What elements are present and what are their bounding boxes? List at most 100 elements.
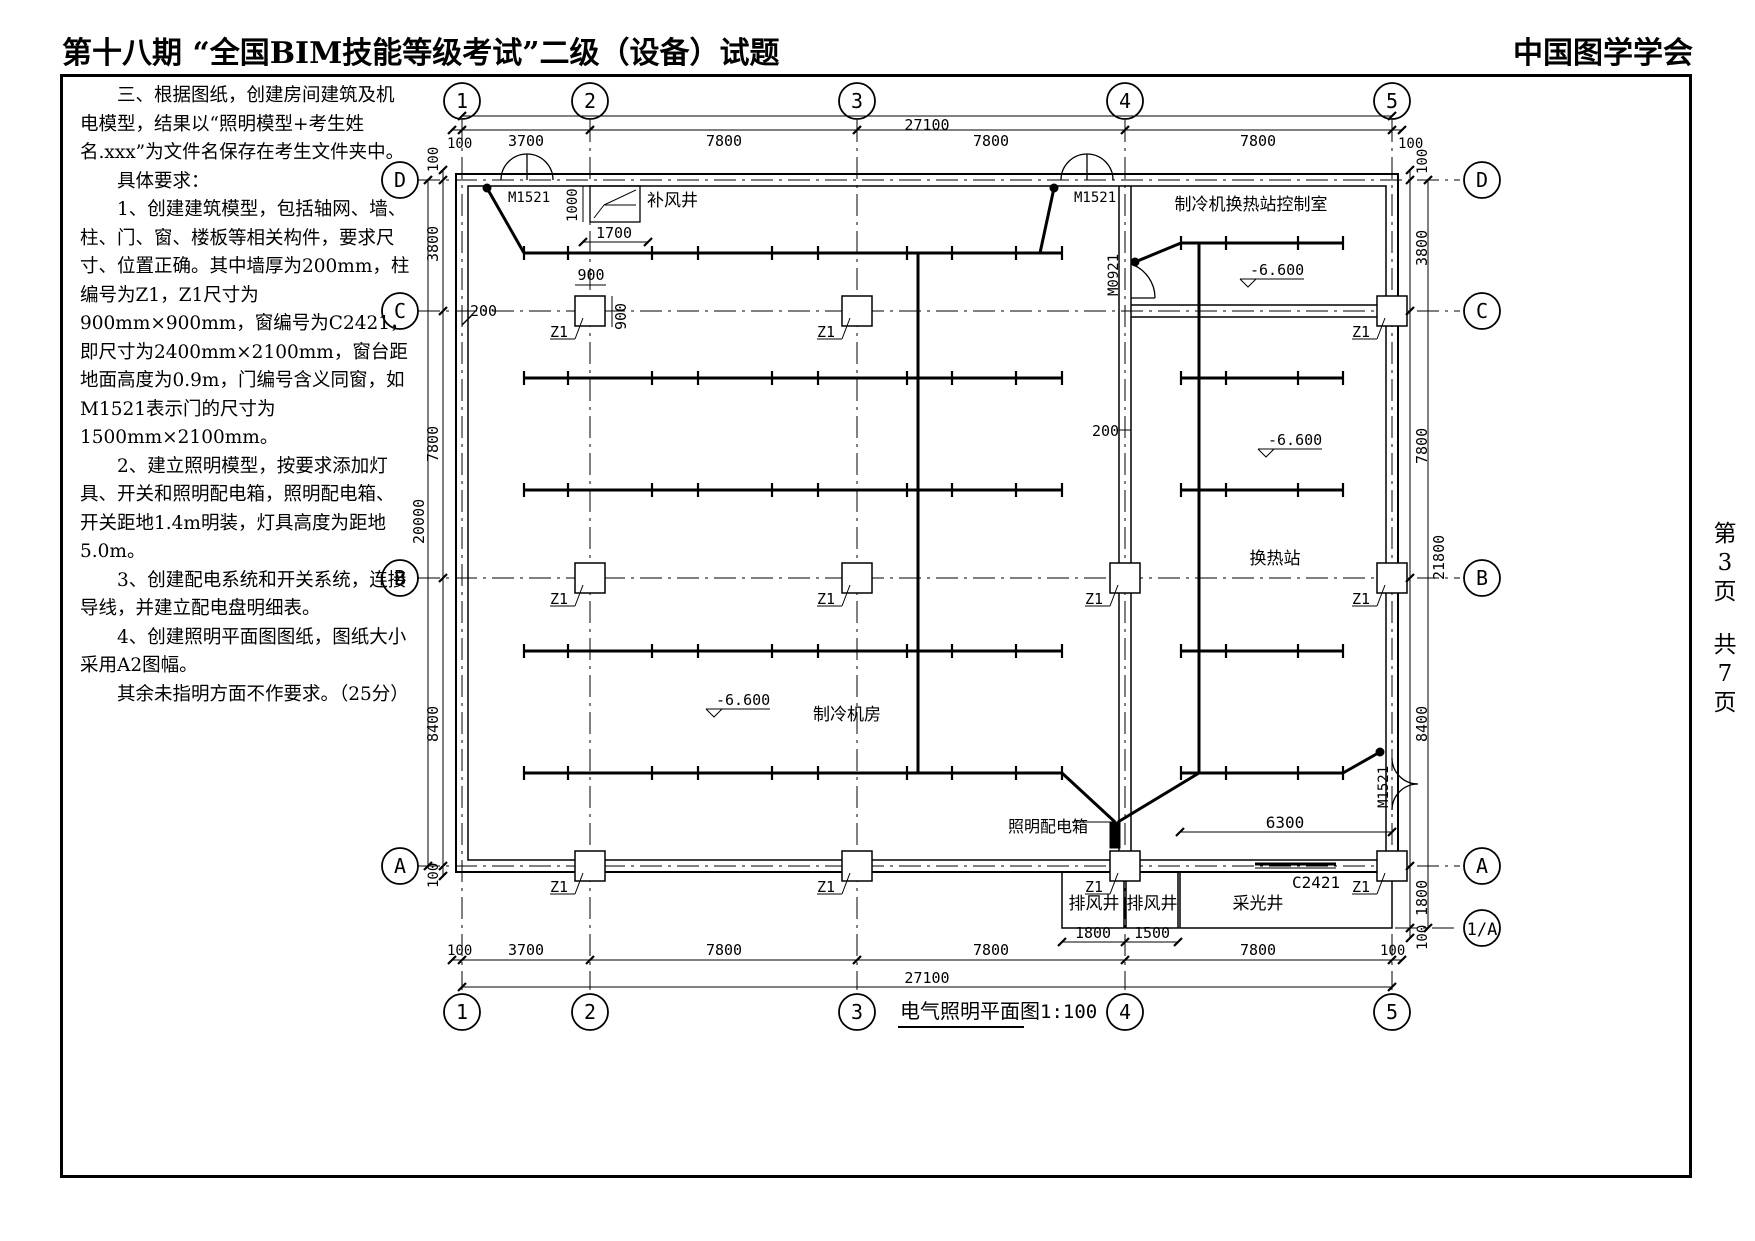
dim-bottom: 100	[1380, 943, 1405, 959]
dim-left: 3800	[424, 226, 442, 262]
drawing-frame	[60, 74, 1692, 1178]
axis-bubble-top-4: 4	[1119, 89, 1131, 113]
dim-left-total: 20000	[410, 499, 428, 544]
column-z1	[841, 850, 873, 882]
dim-right: 100	[1415, 149, 1431, 174]
room-control: 制冷机换热站控制室	[1175, 195, 1328, 215]
dim-tick	[1405, 861, 1415, 871]
elevation-marker-symbol	[1257, 448, 1275, 458]
requirement-paragraph: 4、创建照明平面图图纸，图纸大小采用A2图幅。	[80, 626, 407, 677]
axis-bubble-top-5: 5	[1386, 89, 1398, 113]
door-m1521	[1060, 153, 1088, 181]
column-leader	[841, 584, 851, 607]
requirement-paragraph: 2、建立照明模型，按要求添加灯具、开关和照明配电箱，照明配电箱、开关距地1.4m…	[80, 455, 395, 563]
dim-tick	[457, 125, 467, 135]
column-leader	[574, 317, 584, 340]
axis-bubble-right-B: B	[1476, 566, 1488, 590]
column-leader	[1376, 872, 1386, 895]
window-label: C2421	[1292, 873, 1340, 892]
dim-top: 100	[1398, 136, 1423, 152]
switch-wire	[1038, 187, 1056, 254]
panel-label: 照明配电箱	[1008, 817, 1088, 836]
door-m0921	[1130, 263, 1156, 299]
column-label: Z1	[1352, 323, 1370, 341]
dim-tick	[1057, 937, 1067, 947]
dim-bottom-extra: 1800	[1075, 924, 1111, 942]
axis-bubble-bottom-2-circle	[571, 993, 609, 1031]
dim-top: 7800	[706, 132, 742, 150]
requirement-paragraph: 其余未指明方面不作要求。（25分）	[117, 683, 409, 705]
column-label: Z1	[817, 590, 835, 608]
axis-bubble-top-3: 3	[851, 89, 863, 113]
axis-bubble-right-A: A	[1476, 854, 1488, 878]
axis-bubble-right-B-circle	[1463, 559, 1501, 597]
door-label: M1521	[508, 190, 550, 206]
room-exhaust: 排风井	[1069, 894, 1120, 914]
drawing-title: 电气照明平面图	[900, 999, 1040, 1023]
column-label: Z1	[817, 878, 835, 896]
dim-tick	[1175, 827, 1185, 837]
dim-top: 100	[447, 136, 472, 152]
axis-bubble-left-C: C	[394, 299, 406, 323]
axis-bubble-bottom-2: 2	[584, 1000, 596, 1024]
axis-bubble-right-D: D	[1476, 168, 1488, 192]
axis-bubble-top-1: 1	[456, 89, 468, 113]
requirements-text: 三、根据图纸，创建房间建筑及机电模型，结果以“照明模型+考生姓名.xxx”为文件…	[80, 82, 410, 709]
requirement-paragraph: 3、创建配电系统和开关系统，连接导线，并建立配电盘明细表。	[80, 569, 407, 620]
room-light-well: 采光井	[1233, 894, 1284, 914]
door-label: M1521	[1074, 190, 1116, 206]
switch-icon	[482, 183, 492, 193]
axis-bubble-top-2-circle	[571, 82, 609, 120]
column-z1	[1376, 850, 1408, 882]
elevation-marker: -6.600	[716, 691, 770, 709]
room-heat-station: 换热站	[1250, 549, 1301, 569]
exhaust-shaft-1	[1061, 871, 1125, 929]
elevation-marker: -6.600	[1268, 431, 1322, 449]
column-leader	[1109, 872, 1119, 895]
dim-left: 100	[426, 863, 442, 888]
dim-shaft-w-label: 1700	[596, 224, 632, 242]
axis-bubble-right-1A: 1/A	[1467, 920, 1498, 940]
dim-top: 7800	[973, 132, 1009, 150]
door-m1521	[526, 153, 554, 181]
supply-shaft-symbol	[603, 189, 637, 206]
axis-bubble-bottom-1: 1	[456, 1000, 468, 1024]
dim-tick	[1387, 111, 1397, 121]
dim-tick	[457, 111, 467, 121]
axis-bubble-right-C: C	[1476, 299, 1488, 323]
dim-tick	[1120, 955, 1130, 965]
door-m1521	[1391, 757, 1419, 811]
requirement-paragraph: 1、创建建筑模型，包括轴网、墙、柱、门、窗、楼板等相关构件，要求尺寸、位置正确。…	[80, 199, 410, 448]
column-label: Z1	[1352, 590, 1370, 608]
dim-tick	[438, 165, 448, 175]
column-z1	[841, 295, 873, 327]
supply-shaft	[589, 185, 641, 223]
column-leader	[1376, 584, 1386, 607]
dim-tick	[1120, 125, 1130, 135]
page-marker-char: 共	[1713, 632, 1737, 658]
axis-bubble-bottom-1-circle	[443, 993, 481, 1031]
dim-left: 7800	[424, 426, 442, 462]
dim-tick	[438, 306, 448, 316]
column-leader	[574, 584, 584, 607]
dim-tick	[423, 175, 433, 185]
dim-tick	[1120, 937, 1130, 947]
column-z1	[1109, 562, 1141, 594]
dim-tick	[1405, 165, 1415, 175]
axis-bubble-left-B-circle	[381, 559, 419, 597]
axis-bubble-bottom-5-circle	[1373, 993, 1411, 1031]
dim-right: 100	[1415, 925, 1431, 950]
column-leader	[841, 872, 851, 895]
header-organization: 中国图学学会	[1513, 36, 1693, 71]
switch-icon	[1049, 183, 1059, 193]
switch-wire	[1134, 241, 1182, 264]
column-label: Z1	[1352, 878, 1370, 896]
axis-bubble-left-D: D	[394, 168, 406, 192]
dim-tick	[585, 125, 595, 135]
axis-bubble-right-1A-circle	[1463, 909, 1501, 947]
dim-tick	[1405, 306, 1415, 316]
column-z1	[1376, 562, 1408, 594]
page-marker: 第 3 页 共 7 页	[1708, 520, 1742, 718]
dim-right-total: 21800	[1430, 535, 1448, 580]
